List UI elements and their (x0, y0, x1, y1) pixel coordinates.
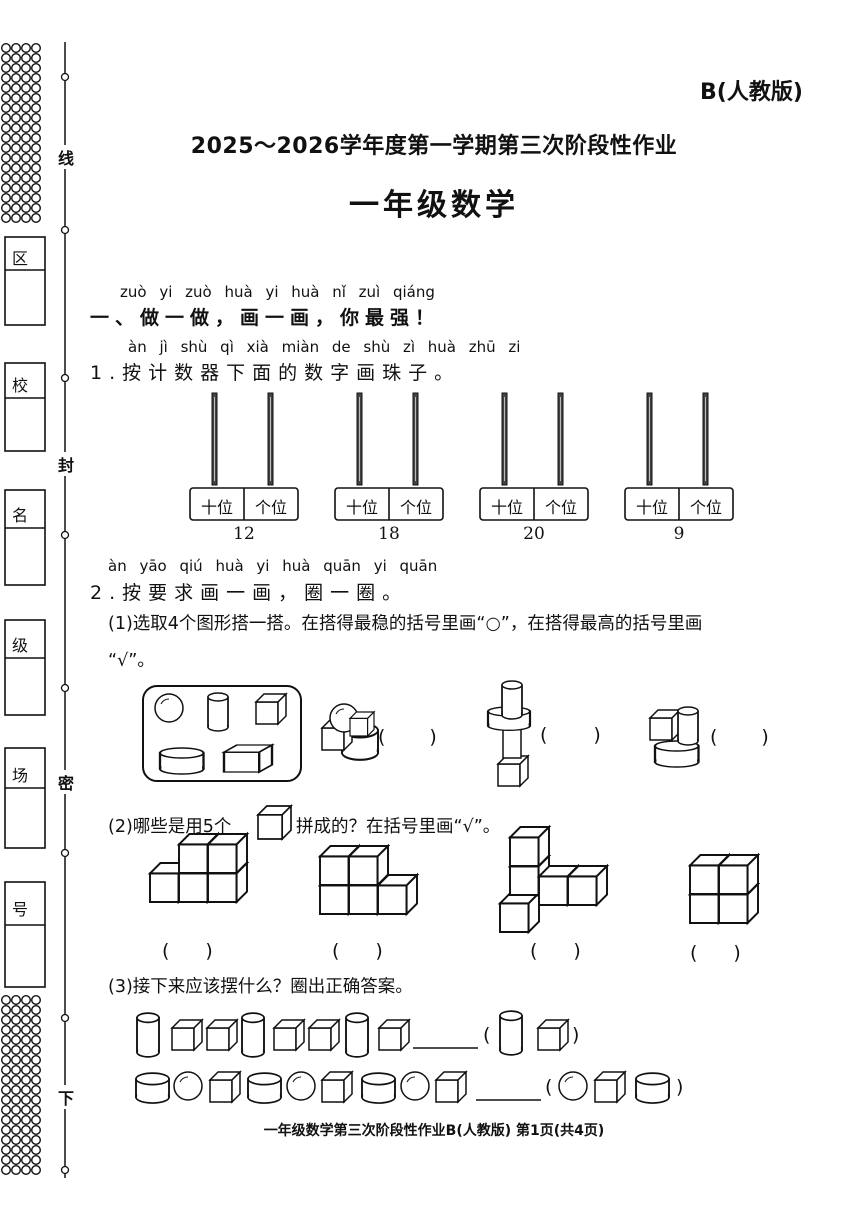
abacus-1 (189, 392, 299, 521)
q2-part1-line1: (1)选取4个图形搭一搭。在搭得最稳的括号里画“○”，在搭得最高的括号里画 (108, 614, 703, 634)
q2-part1-line2: “√”。 (108, 651, 155, 671)
shape-set-box (142, 685, 302, 782)
pattern-row-1 (136, 1010, 569, 1058)
abacus-2-tens-label: 十位 (345, 498, 378, 517)
answer-paren-structure-4[interactable]: () (690, 942, 741, 964)
answer-paren-pattern-1-open: ( (483, 1024, 491, 1046)
q2-part3: (3)接下来应该摆什么？圈出正确答案。 (108, 977, 413, 997)
top-dots (0, 43, 42, 223)
small-cube-icon (257, 805, 292, 840)
answer-paren-pattern-2-open: ( (545, 1076, 553, 1098)
margin-char-feng: 封 (58, 452, 75, 476)
cube-structure-2 (319, 845, 418, 915)
answer-paren-pattern-2-close: ) (676, 1076, 684, 1098)
stack-3 (649, 706, 700, 769)
q2-text: 2.按要求画一画，圈一圈。 (90, 582, 409, 604)
answer-paren-stack-1[interactable]: () (378, 726, 437, 748)
margin-char-xia: 下 (58, 1085, 75, 1109)
section1-pinyin: zuò yi zuò huà yi huà nǐ zuì qiáng (120, 283, 435, 301)
subject-title: 一年级数学 (349, 188, 519, 223)
stack-2 (486, 680, 532, 787)
stack-1 (321, 703, 380, 761)
abacus-3 (479, 392, 589, 521)
abacus-1-ones-label: 个位 (254, 498, 287, 517)
field-label-class: 级 (12, 636, 29, 655)
abacus-1-number: 12 (233, 524, 255, 544)
field-label-venue: 场 (12, 766, 29, 785)
page-title: 2025～2026学年度第一学期第三次阶段性作业 (190, 134, 678, 159)
abacus-2-number: 18 (378, 524, 400, 544)
q2-part2-before: (2)哪些是用5个 (108, 817, 232, 837)
abacus-3-number: 20 (523, 524, 545, 544)
field-label-district: 区 (12, 249, 29, 268)
field-label-name: 名 (12, 506, 29, 525)
abacus-3-tens-label: 十位 (490, 498, 523, 517)
binding-line-circles (60, 72, 70, 1175)
q2-part2-after: 拼成的？在括号里画“√”。 (296, 817, 501, 837)
abacus-4-ones-label: 个位 (689, 498, 722, 517)
field-label-school: 校 (12, 376, 29, 395)
field-label-number: 号 (12, 900, 29, 919)
abacus-3-ones-label: 个位 (544, 498, 577, 517)
cube-structure-3 (499, 826, 608, 933)
field-boxes (4, 236, 46, 988)
margin-char-mi: 密 (58, 770, 75, 794)
page-footer: 一年级数学第三次阶段性作业B(人教版) 第1页(共4页) (263, 1123, 605, 1139)
margin-char-xian: 线 (58, 145, 75, 169)
answer-paren-pattern-1-close: ) (572, 1024, 580, 1046)
q1-pinyin: àn jì shù qì xià miàn de shù zì huà zhū … (128, 338, 521, 356)
abacus-4 (624, 392, 734, 521)
answer-paren-structure-1[interactable]: () (162, 940, 213, 962)
answer-paren-stack-2[interactable]: () (540, 724, 601, 746)
q2-pinyin: àn yāo qiú huà yi huà quān yi quān (108, 557, 438, 575)
abacus-2-ones-label: 个位 (399, 498, 432, 517)
answer-paren-structure-3[interactable]: () (530, 940, 581, 962)
abacus-1-tens-label: 十位 (200, 498, 233, 517)
answer-paren-structure-2[interactable]: () (332, 940, 383, 962)
q1-text: 1.按计数器下面的数字画珠子。 (90, 362, 461, 384)
edition-label: B(人教版) (700, 80, 803, 105)
cube-structure-1 (149, 833, 248, 903)
pattern-row-2 (135, 1071, 670, 1104)
abacus-4-number: 9 (673, 524, 685, 544)
cube-structure-4 (689, 854, 759, 924)
answer-paren-stack-3[interactable]: () (710, 726, 769, 748)
bottom-dots (0, 995, 42, 1175)
section1-heading: 一、做一做，画一画，你最强！ (90, 307, 441, 329)
abacus-2 (334, 392, 444, 521)
abacus-4-tens-label: 十位 (635, 498, 668, 517)
